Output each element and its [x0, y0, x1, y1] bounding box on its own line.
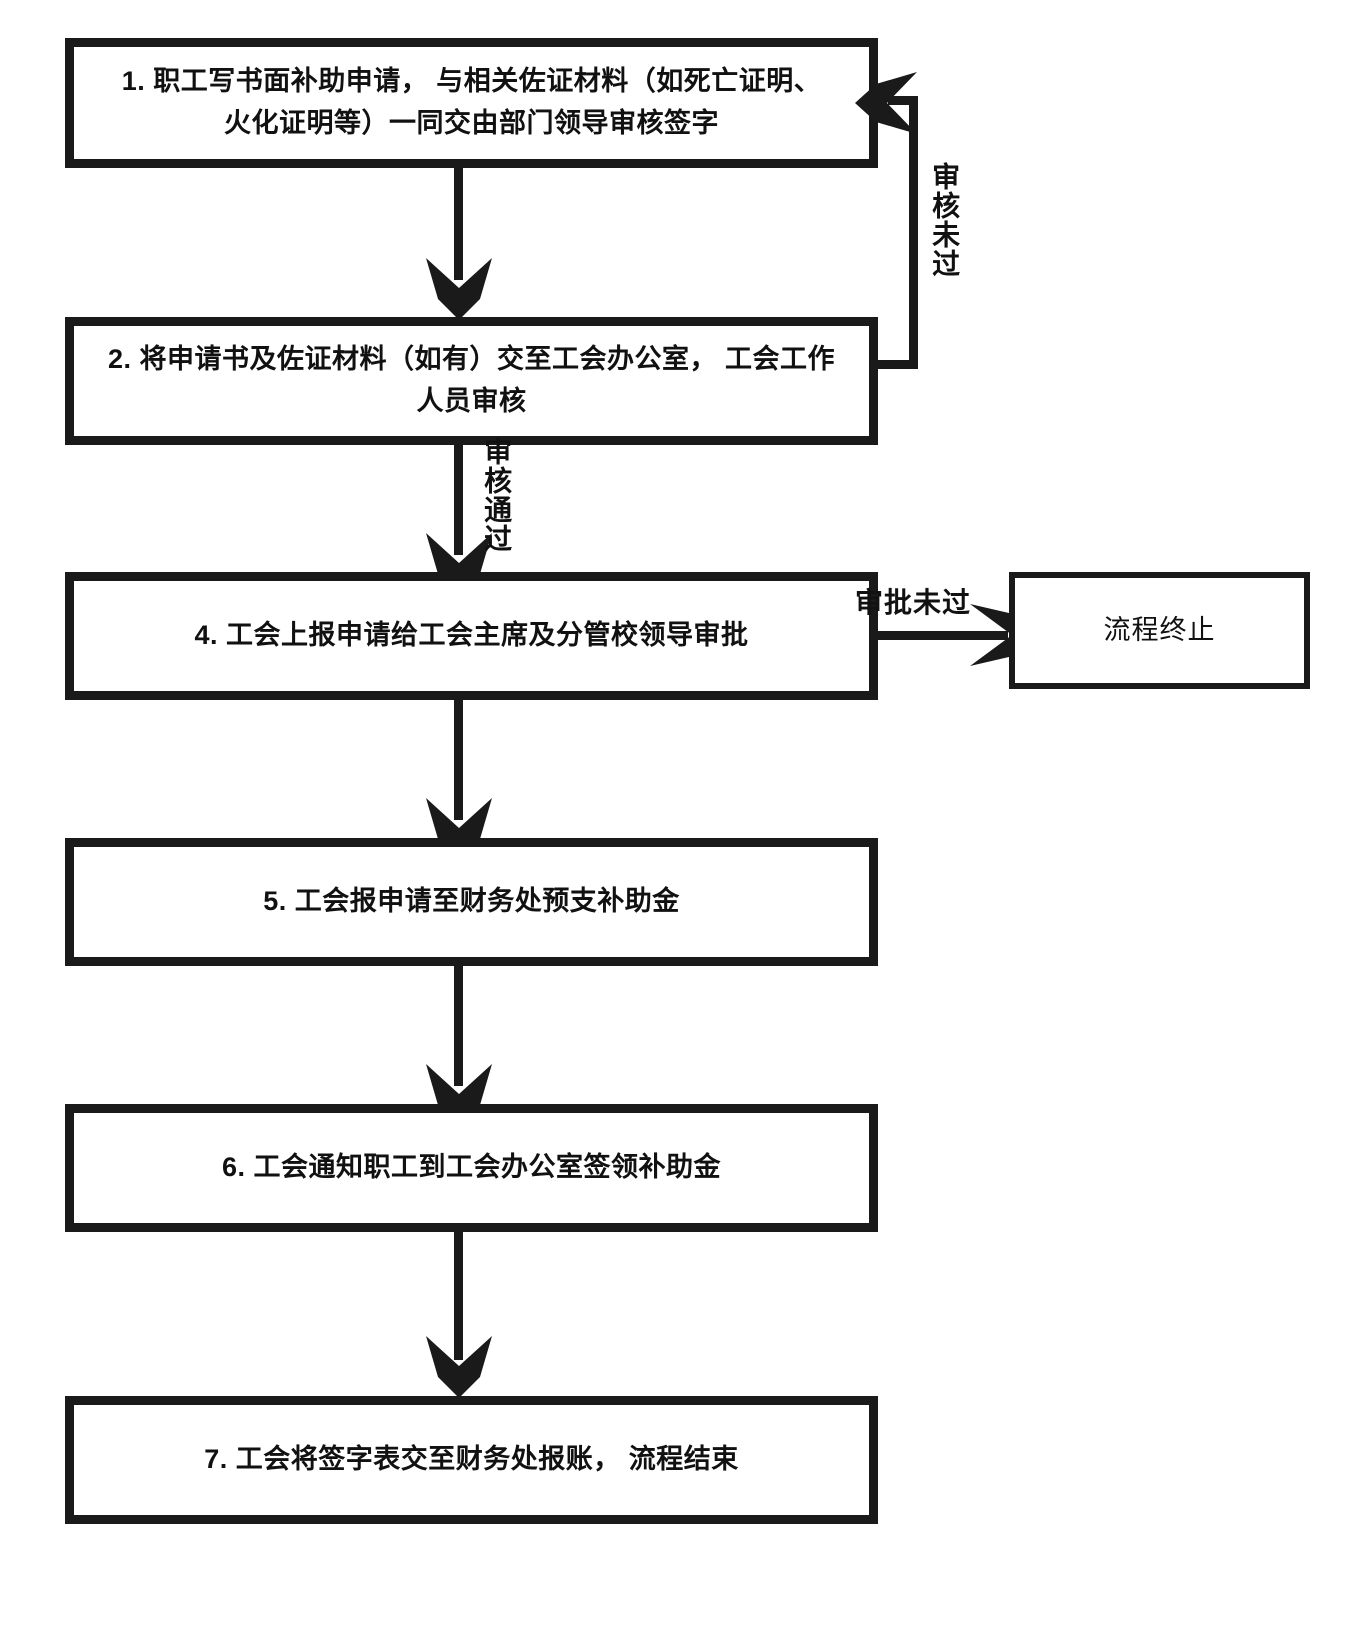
process-node-step4-label: 4. 工会上报申请给工会主席及分管校领导审批 — [194, 620, 749, 651]
terminal-node-process-end[interactable]: 流程终止 — [1009, 572, 1310, 689]
process-node-step6-label: 6. 工会通知职工到工会办公室签领补助金 — [221, 1152, 722, 1183]
terminal-node-process-end-label: 流程终止 — [1103, 614, 1216, 645]
arrowhead-feedback-to-step1 — [855, 70, 917, 136]
connector-step5-step6 — [454, 966, 463, 1086]
process-node-step1-label: 1. 职工写书面补助申请， 与相关佐证材料（如死亡证明、 火化证明等）一同交由部… — [121, 66, 822, 138]
arrowhead-step6-step7 — [424, 1336, 494, 1398]
process-node-step7-label: 7. 工会将签字表交至财务处报账， 流程结束 — [204, 1444, 739, 1475]
connector-feedback-bottom — [870, 360, 918, 369]
edge-label-review-failed: 审核未过 — [929, 162, 961, 278]
arrowhead-step2-step4 — [424, 533, 494, 595]
connector-step4-terminate — [878, 631, 1008, 640]
arrowhead-step4-step5 — [424, 798, 494, 860]
process-node-step4[interactable]: 4. 工会上报申请给工会主席及分管校领导审批 — [65, 572, 878, 700]
connector-feedback-vertical — [909, 96, 918, 369]
process-node-step5[interactable]: 5. 工会报申请至财务处预支补助金 — [65, 838, 878, 966]
connector-feedback-top — [888, 96, 918, 105]
connector-step2-step4 — [454, 445, 463, 555]
process-node-step2-label: 2. 将申请书及佐证材料（如有）交至工会办公室， 工会工作 人员审核 — [107, 344, 836, 416]
arrowhead-step1-step2 — [424, 258, 494, 320]
process-node-step5-label: 5. 工会报申请至财务处预支补助金 — [263, 886, 680, 917]
edge-label-approval-failed: 审批未过 — [855, 587, 972, 618]
arrowhead-step5-step6 — [424, 1064, 494, 1126]
process-node-step7[interactable]: 7. 工会将签字表交至财务处报账， 流程结束 — [65, 1396, 878, 1524]
process-node-step1[interactable]: 1. 职工写书面补助申请， 与相关佐证材料（如死亡证明、 火化证明等）一同交由部… — [65, 38, 878, 168]
connector-step4-step5 — [454, 700, 463, 820]
process-node-step2[interactable]: 2. 将申请书及佐证材料（如有）交至工会办公室， 工会工作 人员审核 — [65, 317, 878, 445]
process-node-step6[interactable]: 6. 工会通知职工到工会办公室签领补助金 — [65, 1104, 878, 1232]
connector-step1-step2 — [454, 168, 463, 280]
edge-label-review-passed: 审核通过 — [481, 437, 513, 553]
connector-step6-step7 — [454, 1232, 463, 1360]
